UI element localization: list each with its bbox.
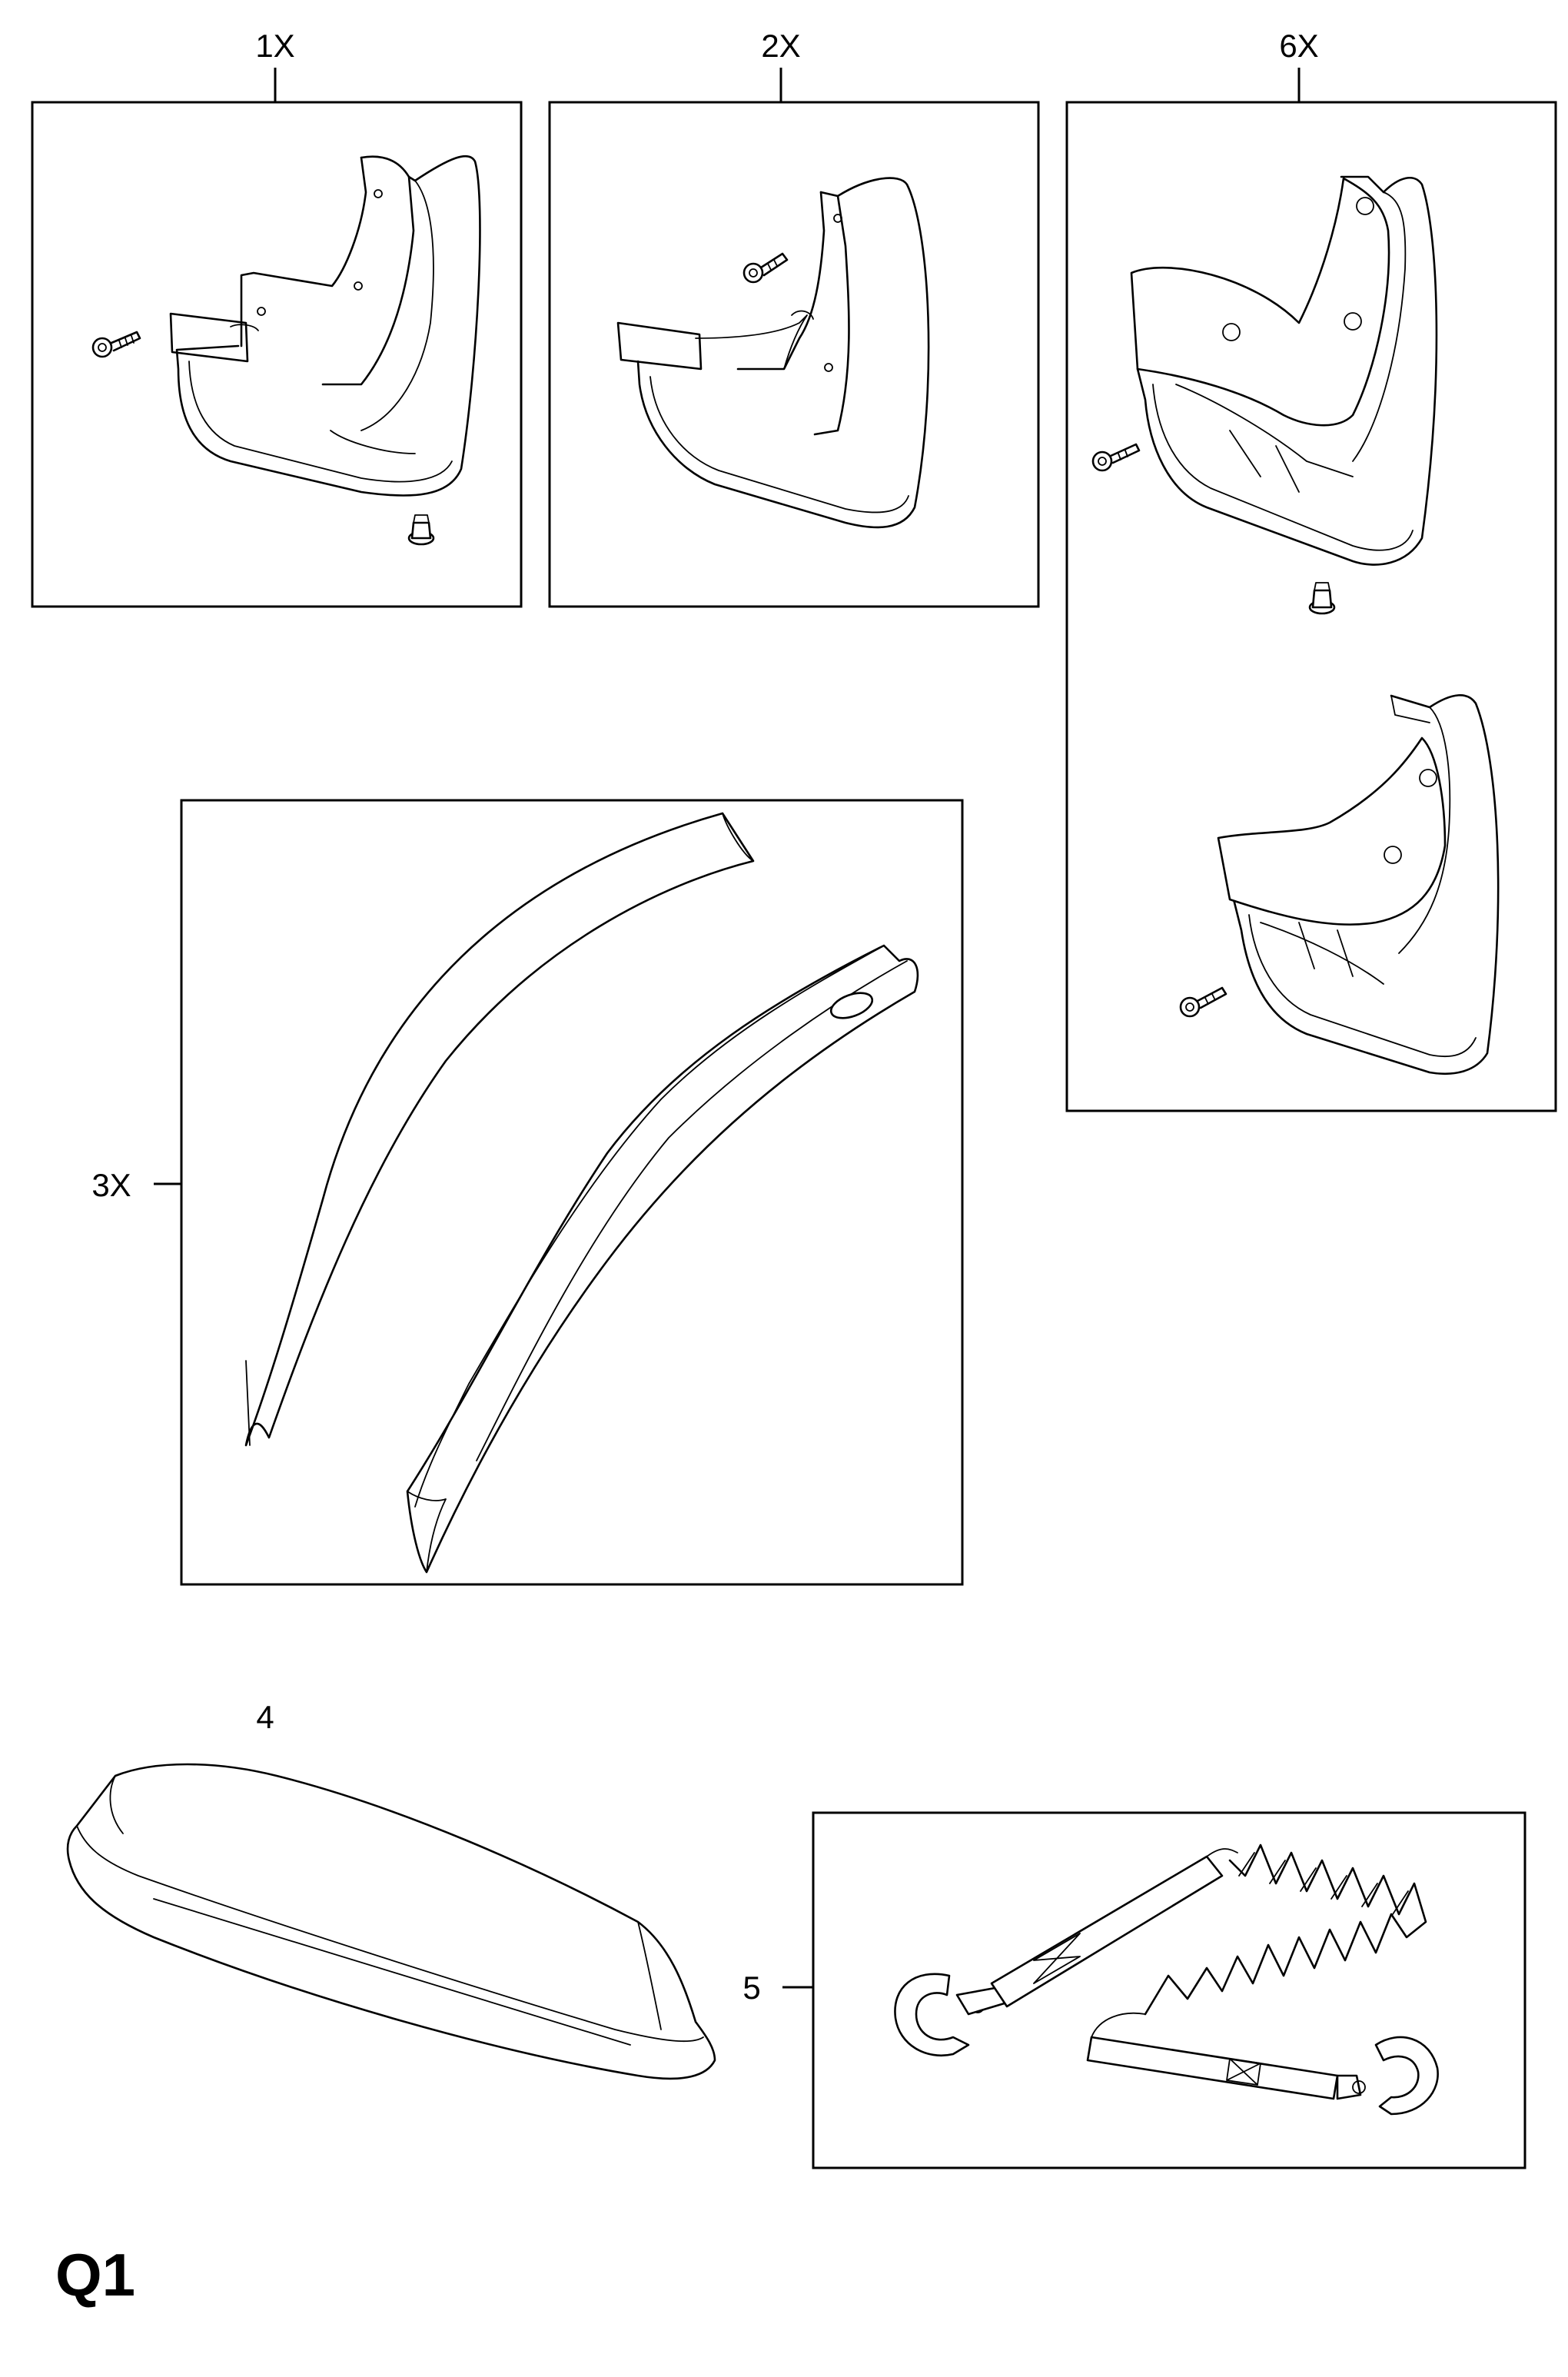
callout-2x-label: 2X — [761, 28, 800, 64]
clip-nut-icon — [407, 514, 435, 546]
panel-1x-frame — [31, 101, 523, 608]
callout-1x-label: 1X — [255, 28, 294, 64]
callout-6x-label: 6X — [1279, 28, 1318, 64]
mudflap-set-lower-icon — [1217, 694, 1500, 1075]
panel-6x-frame — [1065, 101, 1557, 1112]
mudflap-set-upper-icon — [1130, 175, 1438, 566]
callout-4-label: 4 — [256, 1699, 274, 1735]
clip-nut-icon — [1308, 582, 1336, 615]
callout-4[interactable]: 4 — [256, 1699, 274, 1735]
callout-5[interactable]: 5 — [742, 1811, 1526, 2169]
callout-6x[interactable]: 6X — [1065, 28, 1557, 1112]
page-code: Q1 — [55, 2241, 135, 2309]
callout-1x[interactable]: 1X — [31, 28, 523, 608]
wind-deflector-icon — [406, 944, 919, 1574]
panel-2x-frame — [548, 101, 1040, 608]
mudflap-rear-icon — [616, 177, 930, 529]
tow-rope-icon — [894, 1843, 1439, 2116]
screw-icon — [1179, 986, 1227, 1018]
panel-5-frame — [812, 1811, 1526, 2169]
callout-3x[interactable]: 3X — [91, 799, 964, 1586]
screw-icon — [91, 331, 141, 358]
screw-icon — [742, 252, 789, 284]
callout-5-label: 5 — [742, 1970, 760, 2006]
sunroof-deflector-icon — [66, 1763, 716, 2080]
wind-deflector-icon — [244, 812, 755, 1447]
callout-3x-label: 3X — [91, 1167, 131, 1203]
screw-icon — [1091, 443, 1141, 472]
callout-2x[interactable]: 2X — [548, 28, 1040, 608]
mudflap-front-icon — [169, 155, 481, 497]
panel-3x-frame — [180, 799, 964, 1586]
